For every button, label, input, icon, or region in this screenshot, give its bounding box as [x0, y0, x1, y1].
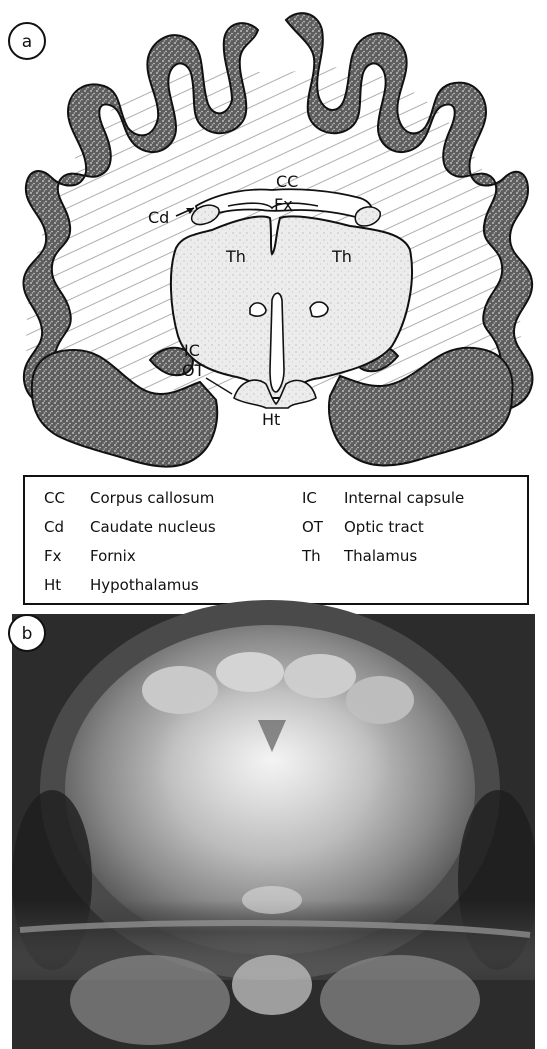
label-cd: Cd — [148, 208, 169, 227]
label-ot: OT — [182, 361, 205, 380]
panel-b-letter: b — [22, 624, 33, 644]
label-th-left: Th — [225, 247, 246, 266]
legend-abbr-ot: OT — [302, 518, 324, 536]
mri-center — [152, 680, 392, 840]
legend-abbr-th: Th — [301, 547, 321, 565]
third-ventricle — [270, 293, 284, 392]
label-ic: IC — [184, 341, 200, 360]
mri-bottom-center — [232, 955, 312, 1015]
label-fx: Fx — [274, 195, 293, 214]
legend-term-ht: Hypothalamus — [90, 576, 199, 594]
legend-term-cd: Caudate nucleus — [90, 518, 216, 536]
legend: CC Corpus callosum Cd Caudate nucleus Fx… — [24, 476, 528, 604]
legend-abbr-ht: Ht — [44, 576, 61, 594]
label-ht: Ht — [262, 410, 280, 429]
ventricle-hole-right — [310, 302, 328, 317]
mri-bottom-left — [70, 955, 230, 1045]
legend-abbr-cd: Cd — [44, 518, 64, 536]
panel-b: b — [9, 600, 538, 1049]
legend-abbr-ic: IC — [302, 489, 317, 507]
mri-bottom-right — [320, 955, 480, 1045]
legend-term-ot: Optic tract — [344, 518, 424, 536]
mri-blob-center — [242, 886, 302, 914]
ventricle-hole-left — [250, 303, 266, 316]
legend-abbr-fx: Fx — [44, 547, 62, 565]
label-th-right: Th — [331, 247, 352, 266]
legend-term-fx: Fornix — [90, 547, 136, 565]
legend-term-th: Thalamus — [343, 547, 417, 565]
legend-term-cc: Corpus callosum — [90, 489, 214, 507]
legend-term-ic: Internal capsule — [344, 489, 464, 507]
panel-a: a CC Fx Cd Th Th — [9, 13, 532, 466]
legend-abbr-cc: CC — [44, 489, 65, 507]
label-cc: CC — [276, 172, 298, 191]
panel-a-letter: a — [22, 32, 32, 52]
